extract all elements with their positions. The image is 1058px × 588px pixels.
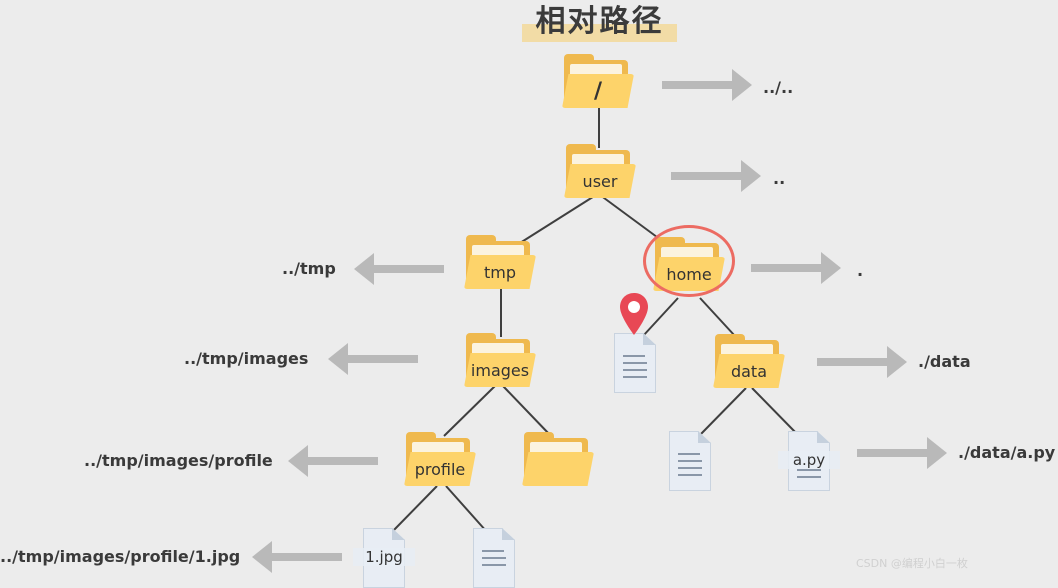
path-apy: ./data/a.py xyxy=(958,443,1056,462)
arrow-data xyxy=(817,346,907,378)
title-block: 相对路径 xyxy=(522,2,677,42)
folder-unnamed xyxy=(522,432,596,488)
arrow-user xyxy=(671,160,761,192)
location-pin-icon xyxy=(620,293,648,335)
file-home-doc xyxy=(614,333,656,393)
arrow-apy xyxy=(857,437,947,469)
folder-images: images xyxy=(464,333,538,389)
arrow-profile xyxy=(288,445,378,477)
folder-profile: profile xyxy=(404,432,478,488)
folder-root: / xyxy=(562,54,636,110)
tree-lines xyxy=(391,108,800,533)
page-title: 相对路径 xyxy=(535,4,664,39)
path-user: .. xyxy=(773,169,786,188)
folder-tmp: tmp xyxy=(464,235,538,291)
arrow-home xyxy=(751,252,841,284)
path-data: ./data xyxy=(918,352,971,371)
folder-data-label: data xyxy=(730,362,768,381)
edge-home-file xyxy=(642,297,679,337)
folder-images-label: images xyxy=(470,361,530,380)
edge-user-tmp xyxy=(519,194,597,244)
arrow-1jpg xyxy=(252,541,342,573)
edge-user-home xyxy=(599,194,662,241)
folder-tmp-label: tmp xyxy=(483,263,516,282)
path-1jpg: ../tmp/images/profile/1.jpg xyxy=(0,547,241,566)
file-1jpg-label: 1.jpg xyxy=(353,548,415,566)
folder-root-label: / xyxy=(593,79,603,104)
folder-user-label: user xyxy=(582,172,618,191)
file-apy-label: a.py xyxy=(778,451,840,469)
edge-images-folder xyxy=(502,385,552,437)
file-profile-doc xyxy=(473,528,515,588)
path-root: ../.. xyxy=(763,78,794,97)
folder-user: user xyxy=(564,144,638,200)
path-tmp: ../tmp xyxy=(282,259,336,278)
arrow-root xyxy=(662,69,752,101)
folder-profile-label: profile xyxy=(414,460,466,479)
edge-profile-file xyxy=(445,485,488,533)
edge-data-apy xyxy=(751,387,800,437)
folder-data: data xyxy=(713,334,787,390)
title-highlight xyxy=(522,24,677,42)
arrow-tmp xyxy=(354,253,444,285)
edge-images-profile xyxy=(443,385,496,437)
edge-profile-1jpg xyxy=(391,485,438,533)
file-apy: a.py xyxy=(778,431,840,491)
path-home: . xyxy=(857,261,864,280)
current-dir-highlight xyxy=(643,225,735,297)
path-images: ../tmp/images xyxy=(184,349,309,368)
watermark: CSDN @编程小白一枚 xyxy=(856,557,968,570)
file-1jpg: 1.jpg xyxy=(353,528,415,588)
file-data-doc xyxy=(669,431,711,491)
edge-home-data xyxy=(699,297,736,337)
path-profile: ../tmp/images/profile xyxy=(84,451,273,470)
edge-data-file xyxy=(698,387,747,437)
arrow-images xyxy=(328,343,418,375)
